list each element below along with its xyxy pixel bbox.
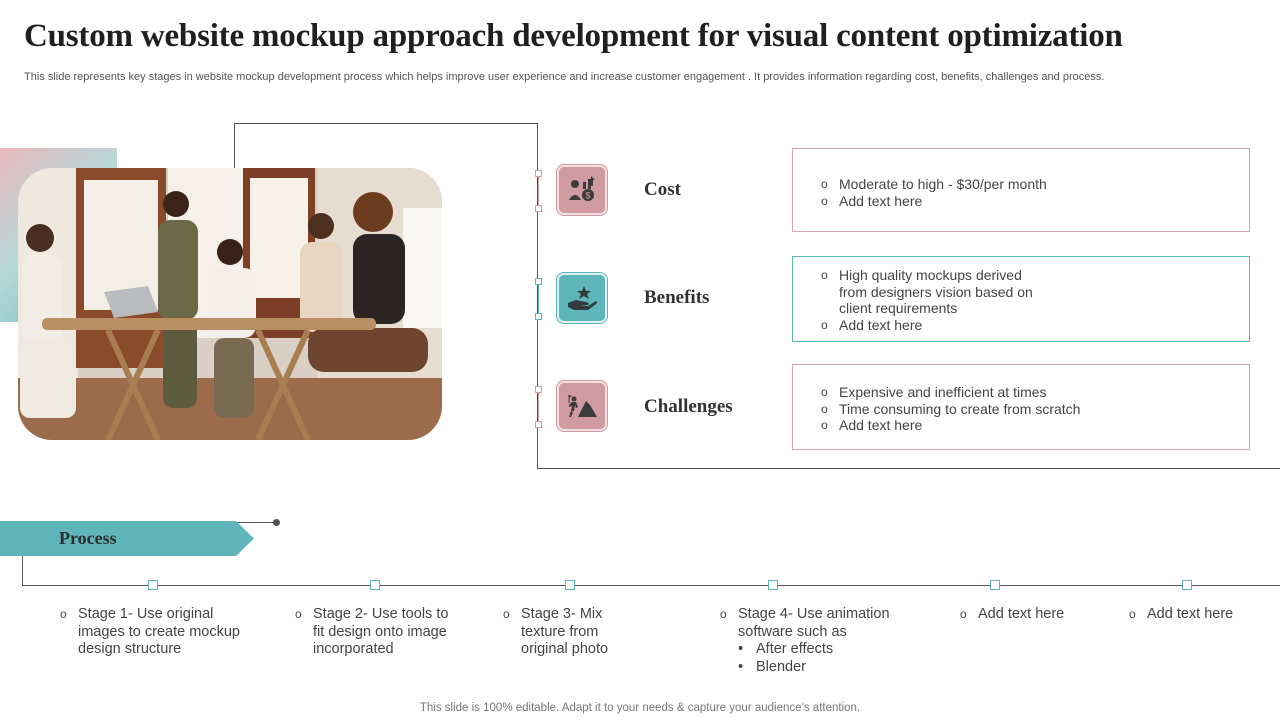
row-connector-node <box>535 313 542 320</box>
cost-card: Moderate to high - $30/per month Add tex… <box>792 148 1250 232</box>
timeline-node <box>148 580 158 590</box>
stage-subitem: After effects <box>738 641 890 659</box>
process-label: Process <box>59 528 117 548</box>
stage-1: o Stage 1- Use original images to create… <box>60 606 240 657</box>
team-meeting-photo <box>18 168 442 440</box>
process-pointer-dot <box>273 519 280 526</box>
page-subtitle: This slide represents key stages in webs… <box>24 71 1105 83</box>
row-icon-challenges <box>557 381 607 431</box>
process-tab <box>0 521 254 556</box>
card-bullet: Add text here <box>821 193 1047 210</box>
row-connector-node <box>535 205 542 212</box>
connector-left <box>234 123 235 168</box>
stage-5: o Add text here <box>960 606 1065 622</box>
hand-star-icon <box>568 286 597 310</box>
timeline-node <box>990 580 1000 590</box>
page-title: Custom website mockup approach developme… <box>24 18 1123 54</box>
row-connector-node <box>535 421 542 428</box>
cost-growth-icon: $ <box>569 176 595 201</box>
stage-2: o Stage 2- Use tools to fit design onto … <box>295 606 449 657</box>
stage-4: o Stage 4- Use animation software such a… <box>720 606 890 677</box>
timeline-node <box>768 580 778 590</box>
card-bullet: Add text here <box>821 417 1080 434</box>
row-connector-tick <box>538 392 539 422</box>
card-bullet: Add text here <box>821 317 1033 334</box>
card-bullet: Moderate to high - $30/per month <box>821 176 1047 193</box>
process-timeline <box>22 585 1280 586</box>
stage-6: o Add text here <box>1129 606 1234 622</box>
timeline-node <box>565 580 575 590</box>
row-icon-cost: $ <box>557 165 607 215</box>
climber-mountain-icon <box>568 395 597 417</box>
row-label-challenges: Challenges <box>644 396 733 417</box>
stage-subitem: Blender <box>738 659 890 677</box>
timeline-node <box>1182 580 1192 590</box>
svg-text:$: $ <box>585 191 590 201</box>
footer-note: This slide is 100% editable. Adapt it to… <box>419 702 861 714</box>
row-label-cost: Cost <box>644 179 681 200</box>
card-bullet: Time consuming to create from scratch <box>821 401 1080 418</box>
connector-vertical <box>537 123 538 469</box>
connector-bottom <box>537 468 1280 469</box>
row-label-benefits: Benefits <box>644 287 710 308</box>
challenges-card: Expensive and inefficient at times Time … <box>792 364 1250 450</box>
stage-3: o Stage 3- Mix texture from original pho… <box>503 606 609 657</box>
timeline-node <box>370 580 380 590</box>
connector-top <box>234 123 537 124</box>
card-bullet: Expensive and inefficient at times <box>821 384 1080 401</box>
row-connector-tick <box>538 284 539 314</box>
row-connector-tick <box>538 176 539 206</box>
row-icon-benefits <box>557 273 607 323</box>
